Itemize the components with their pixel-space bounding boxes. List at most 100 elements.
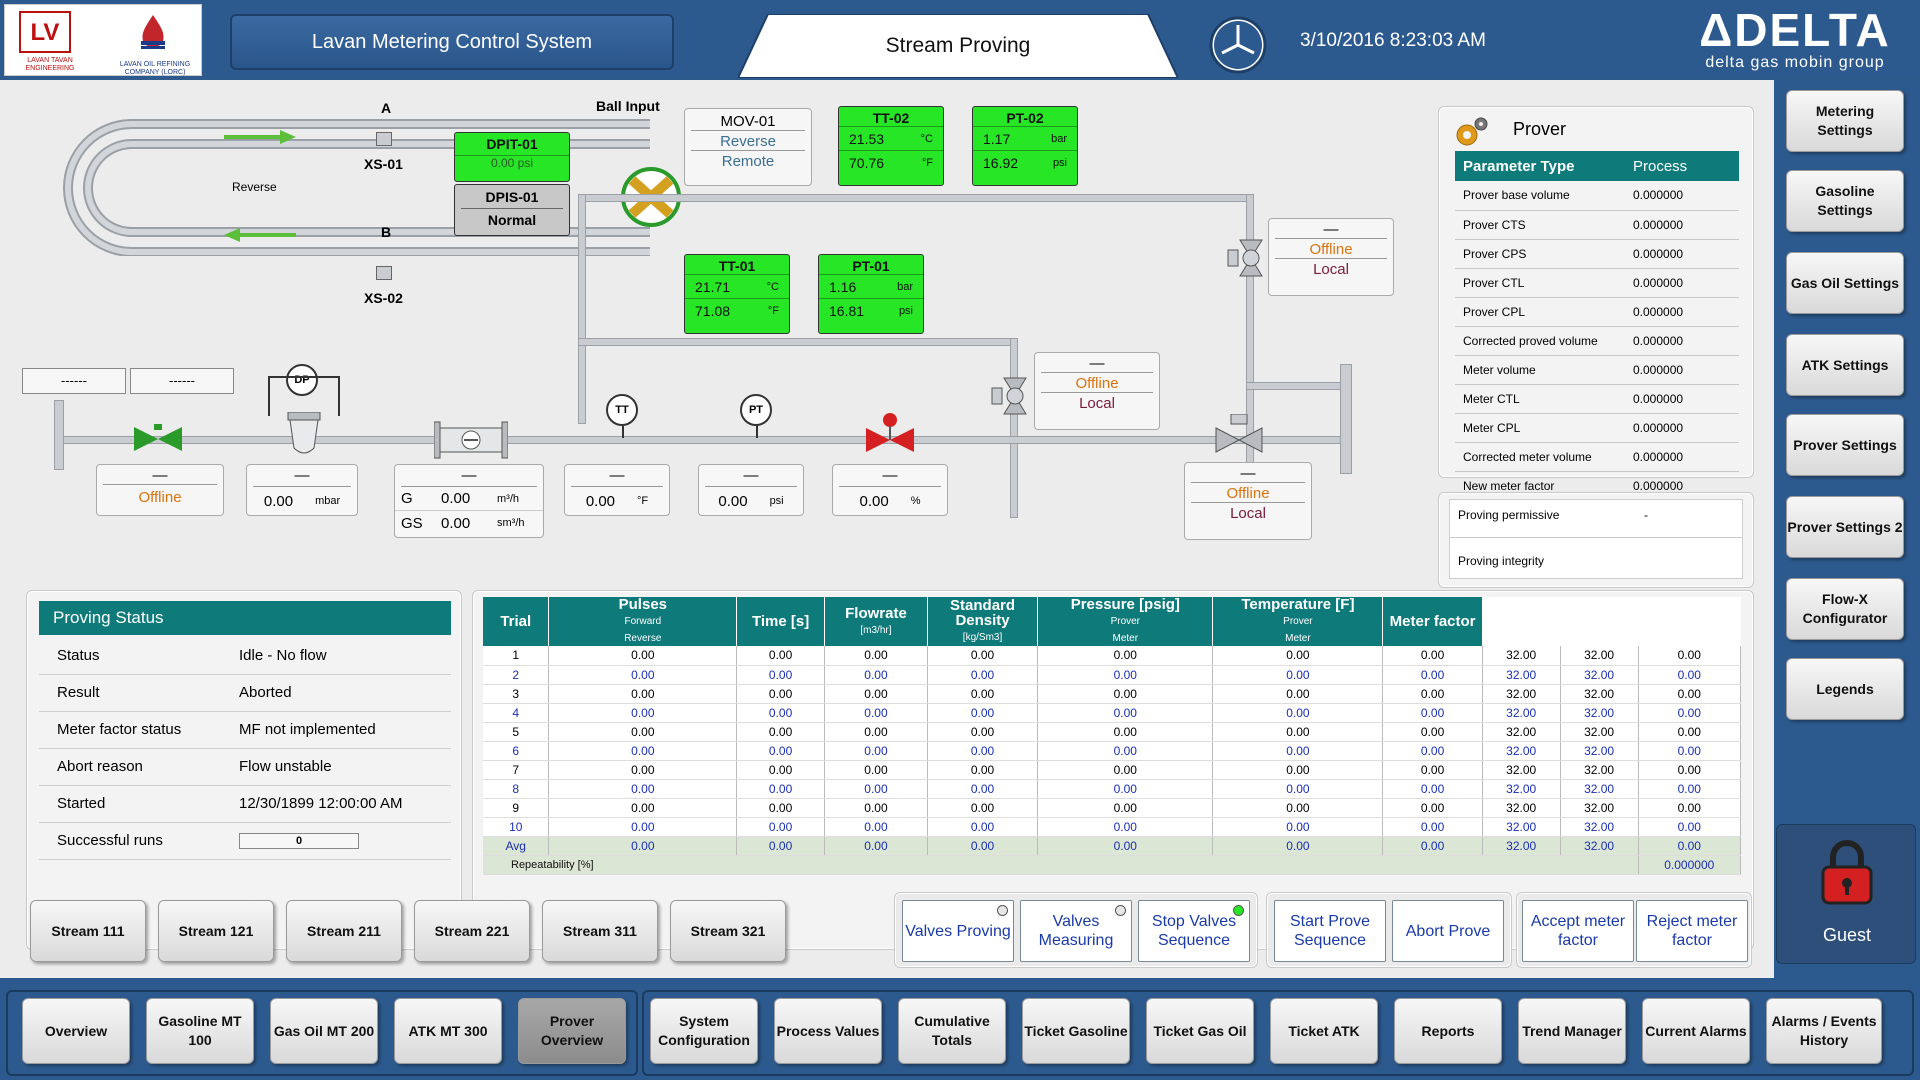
trial-cell: 0.00 [736,646,826,666]
trial-cell: 4 [483,703,550,723]
sidebar-legends-button[interactable]: Legends [1786,658,1904,720]
trial-cell: 0.00 [736,836,826,856]
trial-cell: 0.00 [824,798,928,818]
nav-ticket-gas-oil-button[interactable]: Ticket Gas Oil [1146,998,1254,1064]
prover-param-value: 0.000000 [1625,181,1739,211]
nav-ticket-atk-button[interactable]: Ticket ATK [1270,998,1378,1064]
nav-reports-button[interactable]: Reports [1394,998,1502,1064]
trial-cell: 0.00 [548,836,738,856]
tt-02-box[interactable]: TT-02 21.53°C 70.76°F [838,106,944,186]
sidebar-prover-settings-2-button[interactable]: Prover Settings 2 [1786,496,1904,558]
trial-cell: 0.00 [1212,684,1384,704]
valve-mid-status[interactable]: — Offline Local [1034,352,1160,430]
status-value: Idle - No flow [239,637,451,675]
trial-cell: 0.00 [1382,722,1483,742]
nav-alarms-events-history-button[interactable]: Alarms / Events History [1766,998,1882,1064]
trial-cell: 0.00 [1212,779,1384,799]
prover-param-value: 0.000000 [1625,326,1739,356]
sidebar-gasoline-settings-button[interactable]: Gasoline Settings [1786,170,1904,232]
nav-cumulative-totals-button[interactable]: Cumulative Totals [898,998,1006,1064]
nav-system-configuration-button[interactable]: System Configuration [650,998,758,1064]
stream-button-stream-321[interactable]: Stream 321 [670,900,786,962]
stream-button-stream-221[interactable]: Stream 221 [414,900,530,962]
logo-left-text: LAVAN TAVAN ENGINEERING [25,57,75,72]
dpit-01-box[interactable]: DPIT-01 0.00 psi [454,132,570,182]
abort-prove-button[interactable]: Abort Prove [1392,900,1504,962]
dp-instrument-icon[interactable]: DP [286,364,318,396]
dpis-01-box[interactable]: DPIS-01 Normal [454,184,570,236]
trial-cell: 0.00 [1638,779,1742,799]
accept-meter-factor-button[interactable]: Accept meter factor [1522,900,1634,962]
trial-cell: 0.00 [927,760,1039,780]
prover-col-process: Process [1625,151,1739,181]
stream-button-stream-211[interactable]: Stream 211 [286,900,402,962]
nav-trend-manager-button[interactable]: Trend Manager [1518,998,1626,1064]
trial-cell: 6 [483,741,550,761]
valve-top-right-status[interactable]: — Offline Local [1268,218,1394,296]
nav-prover-overview-button[interactable]: Prover Overview [518,998,626,1064]
stream-button-stream-311[interactable]: Stream 311 [542,900,658,962]
nav-current-alarms-button[interactable]: Current Alarms [1642,998,1750,1064]
flow-meter-icon[interactable] [433,420,509,460]
stream-button-stream-111[interactable]: Stream 111 [30,900,146,962]
valve-bottom-right-status[interactable]: — Offline Local [1184,462,1312,540]
trial-cell: 0.00 [548,722,738,742]
mov-01-box[interactable]: MOV-01 Reverse Remote [684,108,812,186]
successful-runs-value: 0 [239,832,359,849]
col-temperature-prover: Prover [1283,616,1313,627]
mov-01-mode: Reverse [720,133,776,150]
tab-stream-proving[interactable]: Stream Proving [738,14,1178,78]
nav-gasoline-mt-100-button[interactable]: Gasoline MT 100 [146,998,254,1064]
tt-unit: °F [637,495,649,507]
sidebar-metering-settings-button[interactable]: Metering Settings [1786,90,1904,152]
inlet-valve-icon[interactable] [132,424,184,454]
control-valve-icon[interactable] [864,412,916,456]
sidebar-gas-oil-settings-button[interactable]: Gas Oil Settings [1786,252,1904,314]
col-flowrate-title: Flowrate [845,604,907,622]
nav-atk-mt-300-button[interactable]: ATK MT 300 [394,998,502,1064]
motor-valve-icon[interactable] [1214,413,1264,454]
tt-instrument-icon[interactable]: TT [606,394,638,426]
trial-cell: 0.00 [1212,703,1384,723]
valves-proving-button[interactable]: Valves Proving [902,900,1014,962]
col-pressure-title: Pressure [psig] [1070,596,1180,613]
tt-01-box[interactable]: TT-01 21.71°C 71.08°F [684,254,790,334]
prover-param-name: Prover CTL [1455,268,1625,298]
sidebar-prover-settings-button[interactable]: Prover Settings [1786,414,1904,476]
stop-valves-sequence-button[interactable]: Stop Valves Sequence [1138,900,1250,962]
tt-tag: TT [615,404,629,416]
nav-ticket-gasoline-button[interactable]: Ticket Gasoline [1022,998,1130,1064]
reject-meter-factor-button[interactable]: Reject meter factor [1636,900,1748,962]
pt-instrument-icon[interactable]: PT [740,394,772,426]
reverse-arrow-icon [224,228,296,242]
sidebar-atk-settings-button[interactable]: ATK Settings [1786,334,1904,396]
prover-param-value: 0.000000 [1625,384,1739,414]
actuated-valve-icon[interactable] [1226,236,1272,280]
sidebar-flow-x-configurator-button[interactable]: Flow-X Configurator [1786,578,1904,640]
inlet-valve-status[interactable]: — Offline [96,464,224,516]
cv-value: 0.00 [859,492,889,510]
trial-cell: 0.00 [548,760,738,780]
trial-cell: 0.00 [1037,779,1214,799]
valves-measuring-button[interactable]: Valves Measuring [1020,900,1132,962]
nav-overview-button[interactable]: Overview [22,998,130,1064]
user-panel[interactable]: Guest [1776,824,1916,964]
nav-gas-oil-mt-200-button[interactable]: Gas Oil MT 200 [270,998,378,1064]
trial-cell: 0.00 [1382,798,1483,818]
col-temperature: Temperature [F]ProverMeter [1212,597,1384,646]
start-prove-sequence-button[interactable]: Start Prove Sequence [1274,900,1386,962]
stream-button-stream-121[interactable]: Stream 121 [158,900,274,962]
trial-cell: 0.00 [1638,703,1742,723]
successful-runs-label: Successful runs [39,822,239,860]
trial-cell: 0.00 [1037,665,1214,685]
col-meter-factor: Meter factor [1382,597,1483,646]
status-value: MF not implemented [239,711,451,749]
pt-01-psi: 16.81 [829,302,865,319]
trial-cell: 32.00 [1560,836,1639,856]
nav-process-values-button[interactable]: Process Values [774,998,882,1064]
pt-stem [756,426,758,438]
actuated-valve-icon[interactable] [990,374,1036,418]
